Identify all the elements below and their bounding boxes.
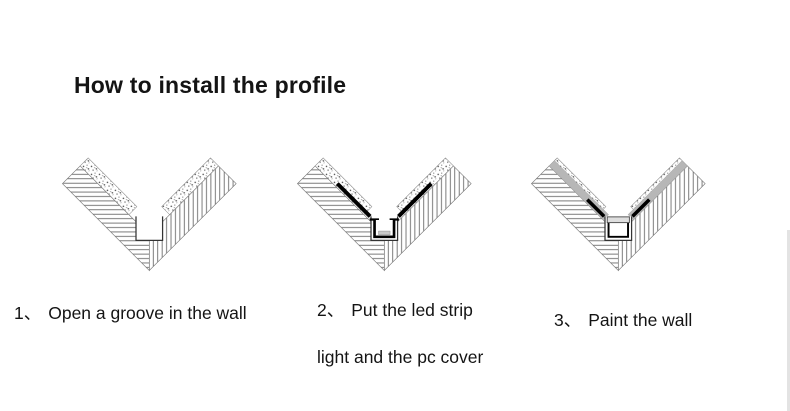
diagram-step-1 [58, 132, 253, 292]
diagram-step-2 [293, 132, 488, 292]
step-1-caption: 1、 Open a groove in the wall [14, 300, 247, 325]
led-strip [378, 230, 391, 235]
plaster-left [79, 157, 138, 216]
aluminium-profile [607, 219, 630, 238]
step-1-label: Open a groove in the wall [48, 303, 247, 323]
profile-flange-left [586, 198, 606, 218]
diagram-step-3 [527, 132, 722, 292]
plaster-left [314, 157, 373, 216]
step-3-caption: 3、 Paint the wall [554, 307, 692, 332]
wall-groove-diagram-icon [61, 157, 237, 272]
groove [135, 216, 164, 241]
wall-painted-diagram-icon [530, 157, 706, 272]
pc-cover [606, 216, 630, 224]
plaster-right [396, 157, 454, 216]
step-3-label: Paint the wall [588, 310, 693, 330]
profile-flange-left [335, 182, 372, 218]
step-2-number: 2、 [317, 300, 345, 320]
page-edge-shadow [787, 230, 790, 411]
page-title: How to install the profile [74, 72, 347, 98]
step-3-number: 3、 [554, 310, 582, 330]
plaster-right [161, 157, 219, 216]
profile-flange-right [631, 198, 651, 218]
wall-profile-diagram-icon [296, 157, 472, 272]
step-1-number: 1、 [14, 303, 42, 323]
profile-flange-right [397, 182, 433, 218]
step-2-label-line1: Put the led strip [351, 300, 473, 320]
step-2-caption: 2、 Put the led strip light and the pc cov… [317, 297, 483, 368]
step-2-label-line2: light and the pc cover [317, 347, 484, 367]
